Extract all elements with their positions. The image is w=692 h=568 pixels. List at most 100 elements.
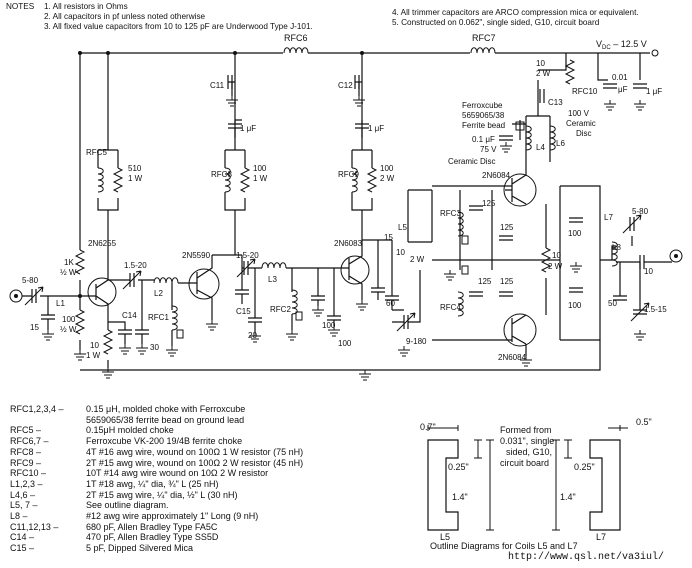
r10b-watt: 1 W — [86, 351, 101, 360]
c100d-label: 100 — [568, 301, 582, 310]
rfc3-label: RFC3 — [440, 209, 461, 218]
part-ref: RFC10 – — [10, 468, 47, 479]
c100a-label: 100 — [322, 321, 336, 330]
part-row: RFC6,7 – Ferroxcube VK-200 19/4B ferrite … — [10, 436, 396, 447]
q2-label: 2N5590 — [182, 251, 211, 260]
notes-block: NOTES 1. All resistors in Ohms 2. All ca… — [6, 2, 313, 33]
r100a-label: 100 — [253, 164, 267, 173]
l3-coil — [261, 262, 287, 269]
part-ref: RFC8 – — [10, 446, 42, 457]
c9180-label: 9-180 — [406, 337, 427, 346]
r100c-label: 100 — [62, 315, 76, 324]
formed-line-3: sided, G10, — [506, 447, 552, 457]
part-desc: See outline diagram. — [86, 500, 169, 511]
part-desc: Ferroxcube VK-200 19/4B ferrite choke — [86, 436, 243, 447]
vdc-label: VDC – 12.5 V — [596, 39, 647, 51]
part-ref: RFC6,7 – — [10, 436, 49, 447]
coil-l7-outline — [589, 439, 621, 531]
part-desc: #12 awg wire approximately 1" Long (9 nH… — [86, 511, 259, 522]
l6-label: L6 — [556, 139, 565, 148]
r100-rfc9-resistor — [367, 167, 377, 193]
c14-label: C14 — [122, 311, 137, 320]
part-desc: 0.15μH molded choke — [86, 425, 174, 436]
ferro3-label: Ferrite bead — [462, 121, 505, 130]
ceramicdisc-label: Ceramic Disc — [448, 157, 496, 166]
l3-label: L3 — [268, 275, 277, 284]
c30-label: 30 — [150, 343, 159, 352]
part-row: RFC5 –0.15μH molded choke — [10, 425, 396, 436]
part-row: RFC10 – 10T #14 awg wire wound on 10Ω 2 W… — [10, 468, 396, 479]
c14-cap — [117, 329, 133, 335]
q4-transistor — [503, 173, 537, 207]
output-connector[interactable] — [669, 249, 683, 263]
part-row: C11,12,13 –680 pF, Allen Bradley Type FA… — [10, 522, 396, 533]
vdc-terminal[interactable] — [651, 49, 659, 57]
r1k-watt: ½ W — [60, 268, 77, 277]
part-row: L8 – #12 awg wire approximately 1" Long (… — [10, 511, 396, 522]
coil-outline-diagrams: 0.7" 0.5" 0.25" 0.25" 1.4" 1.4" Formed f… — [420, 417, 652, 542]
disc-label: Disc — [576, 129, 592, 138]
c12-label: C12 — [338, 81, 353, 90]
c30-cap — [134, 329, 150, 335]
ceramic-label: Ceramic — [566, 119, 596, 128]
c1520b-label: 1.5-20 — [236, 251, 259, 260]
r100-base-resistor — [75, 309, 85, 335]
rfc8-label: RFC8 — [211, 170, 232, 179]
part-desc: 5659065/38 ferrite bead on ground lead — [86, 414, 245, 425]
c100-cap-c — [568, 217, 584, 223]
c001u-label: μF — [618, 85, 628, 94]
part-row: RFC1,2,3,4 –0.15 μH, molded choke with F… — [10, 404, 396, 415]
coil-l5-label: L5 — [440, 532, 450, 542]
note-3: 3. All fixed value capacitors from 10 to… — [44, 22, 313, 32]
c125-cap-b — [498, 235, 514, 241]
r100a-watt: 1 W — [253, 174, 268, 183]
part-row: L4,6 –2T #15 awg wire, ¼" dia, ½" L (30 … — [10, 490, 396, 501]
l5-label: L5 — [398, 223, 407, 232]
rfc7-label: RFC7 — [472, 33, 496, 43]
ferrite-bead — [515, 121, 525, 131]
rfc6-choke — [283, 47, 309, 54]
c15a-label: 15 — [30, 323, 39, 332]
dim-14-right: 1.4" — [560, 492, 576, 502]
note-4: 4. All trimmer capacitors are ARCO compr… — [392, 8, 639, 17]
formed-line-4: circuit board — [500, 458, 549, 468]
r10-rfc10-resistor — [565, 59, 575, 85]
part-row: L5, 7 –See outline diagram. — [10, 500, 396, 511]
c60-label: 60 — [386, 299, 395, 308]
c125-cap-c — [468, 291, 484, 297]
r10-emitter-resistor — [103, 329, 113, 355]
rfc5-choke — [97, 167, 104, 193]
q2-transistor — [188, 268, 220, 300]
r1k-label: 1K — [64, 258, 74, 267]
c125b-label: 125 — [500, 223, 514, 232]
rfc2-choke — [291, 289, 298, 315]
rfc1-label: RFC1 — [148, 313, 169, 322]
part-ref: L8 – — [10, 511, 28, 522]
r100b-label: 100 — [380, 164, 394, 173]
part-desc: 680 pF, Allen Bradley Type FA5C — [86, 521, 218, 532]
c13-cap — [539, 88, 545, 104]
c13-label: C13 — [548, 98, 563, 107]
c01-cap — [498, 135, 514, 141]
c15b-label: 15 — [384, 233, 393, 242]
coil-l5-outline — [427, 439, 459, 531]
part-ref: L4,6 – — [10, 489, 36, 500]
parts-list: RFC1,2,3,4 –0.15 μH, molded choke with F… — [10, 404, 396, 554]
c15-silver-mica — [234, 289, 250, 295]
l2-label: L2 — [154, 289, 163, 298]
r10d-watt: 2 W — [548, 262, 563, 271]
dim-05: 0.5" — [636, 417, 652, 427]
part-desc: 10T #14 awg wire wound on 10Ω 2 W resist… — [86, 468, 269, 479]
rfc9-label: RFC9 — [338, 170, 359, 179]
rfc5-label: RFC5 — [86, 148, 107, 157]
note-1: 1. All resistors in Ohms — [44, 2, 128, 11]
coil-l7-label: L7 — [596, 532, 606, 542]
q4-label: 2N6084 — [482, 171, 511, 180]
c100-cap-a — [310, 295, 326, 301]
rfc1-choke — [171, 305, 178, 331]
q3-transistor — [340, 255, 370, 285]
source-url: http://www.qsl.net/va3iul/ — [508, 552, 665, 563]
c580a-label: 5-80 — [22, 276, 39, 285]
c10-label: 10 — [644, 267, 653, 276]
dim-07: 0.7" — [420, 422, 436, 432]
